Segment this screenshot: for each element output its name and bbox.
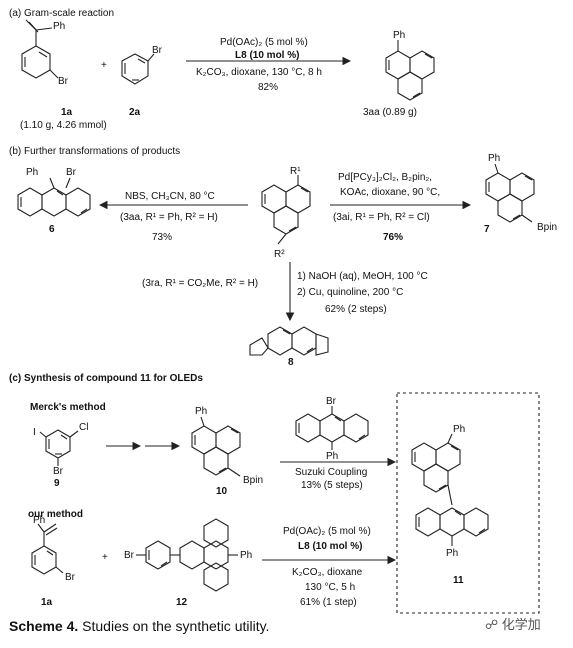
a-cond-3: K₂CO₃, dioxane, 130 °C, 8 h [196,67,322,78]
b-down-left: (3ra, R¹ = CO₂Me, R² = H) [142,278,259,289]
structure-2a [121,53,155,85]
b-left-cond-1: NBS, CH₃CN, 80 °C [125,191,215,202]
b-down-yield: 62% (2 steps) [325,304,387,315]
b-left-cond-2: (3aa, R¹ = Ph, R² = H) [120,212,218,223]
structure-1a [21,19,59,79]
bpin-label-10: Bpin [243,475,264,486]
compound-label-10: 10 [216,486,228,497]
ph-label-12: Ph [240,550,253,561]
i-label-9: I [33,427,36,438]
c-cond-4: 130 °C, 5 h [305,582,356,593]
cl-label-9: Cl [79,422,89,433]
br-label-6: Br [66,167,76,178]
compound-label-3aa: 3aa (0.89 g) [363,107,417,118]
plus-a: + [101,60,107,71]
a-cond-1: Pd(OAc)₂ (5 mol %) [220,37,308,48]
a-cond-2: L8 (10 mol %) [235,50,300,61]
ph-label-1a: Ph [53,21,66,32]
ph-label-10: Ph [195,406,208,417]
r1-label: R¹ [290,166,301,177]
compound-label-7: 7 [484,224,490,235]
section-a-title: (a) Gram-scale reaction [9,8,115,19]
structure-6 [17,177,91,217]
compound-label-6: 6 [49,224,55,235]
b-down-cond-2: 2) Cu, quinoline, 200 °C [297,287,404,298]
br-label-9: Br [53,466,63,477]
compound-label-11: 11 [453,575,464,586]
compound-label-1a: 1a [61,107,73,118]
ph-label-11-top: Ph [453,424,466,435]
scheme-caption: Scheme 4. Studies on the synthetic utili… [9,618,269,634]
bpin-label-7: Bpin [537,222,558,233]
watermark-text: 化学加 [501,617,541,632]
compound-label-12: 12 [176,597,188,608]
section-c-title: (c) Synthesis of compound 11 for OLEDs [9,373,203,384]
suzuki-yield: 13% (5 steps) [301,480,363,491]
b-right-cond-2: KOAc, dioxane, 90 °C, [340,187,441,198]
structure-12 [136,518,238,592]
structure-9 [39,429,79,466]
b-down-cond-1: 1) NaOH (aq), MeOH, 100 °C [297,271,428,282]
compound-label-8: 8 [288,357,294,368]
compound-label-1a-c: 1a [41,597,53,608]
br-label-1a: Br [58,76,68,87]
c-cond-3: K₂CO₃, dioxane [292,567,363,578]
compound-label-2a: 2a [129,107,141,118]
ph-label-7: Ph [488,153,501,164]
caption-rest: Studies on the synthetic utility. [78,618,270,634]
ph-label-6: Ph [26,167,39,178]
b-left-yield: 73% [152,232,173,243]
b-right-cond-3: (3ai, R¹ = Ph, R² = Cl) [333,212,430,223]
compound-label-9: 9 [54,478,60,489]
structure-10 [191,416,241,477]
suzuki-label: Suzuki Coupling [295,467,368,478]
structure-1a-c [31,523,64,575]
a-yield: 82% [258,82,279,93]
our-method-label: our method [28,509,83,520]
br-label-2a: Br [152,45,162,56]
structure-3aa [385,40,435,101]
structure-bromoanthracene [295,406,369,450]
watermark: ☍ 化学加 [485,614,541,633]
wechat-icon: ☍ [485,617,499,632]
br-label-1a-c: Br [65,572,75,583]
ph-label-11-bottom: Ph [446,548,459,559]
structure-7 [485,163,535,223]
ph-label-3aa: Ph [393,30,406,41]
compound-1a-amount: (1.10 g, 4.26 mmol) [20,120,107,131]
ph-label-anthracene: Ph [326,451,339,462]
section-b-title: (b) Further transformations of products [9,146,181,157]
b-right-yield: 76% [383,232,404,243]
r2-label: R² [274,249,285,260]
br-label-12: Br [124,550,134,561]
br-label-anthracene: Br [326,396,336,407]
ph-label-1a-c: Ph [33,515,46,526]
plus-c: + [102,552,108,563]
b-right-cond-1: Pd[PCy₃]₂Cl₂, B₂pin₂, [338,172,433,183]
product-box [396,392,540,614]
c-cond-5: 61% (1 step) [300,597,357,608]
structure-central [261,175,311,245]
structure-11 [411,433,489,546]
c-cond-2: L8 (10 mol %) [298,541,363,552]
c-cond-1: Pd(OAc)₂ (5 mol %) [283,526,371,537]
merck-method-label: Merck's method [30,402,106,413]
structure-8 [249,326,329,356]
caption-bold: Scheme 4. [9,618,79,634]
